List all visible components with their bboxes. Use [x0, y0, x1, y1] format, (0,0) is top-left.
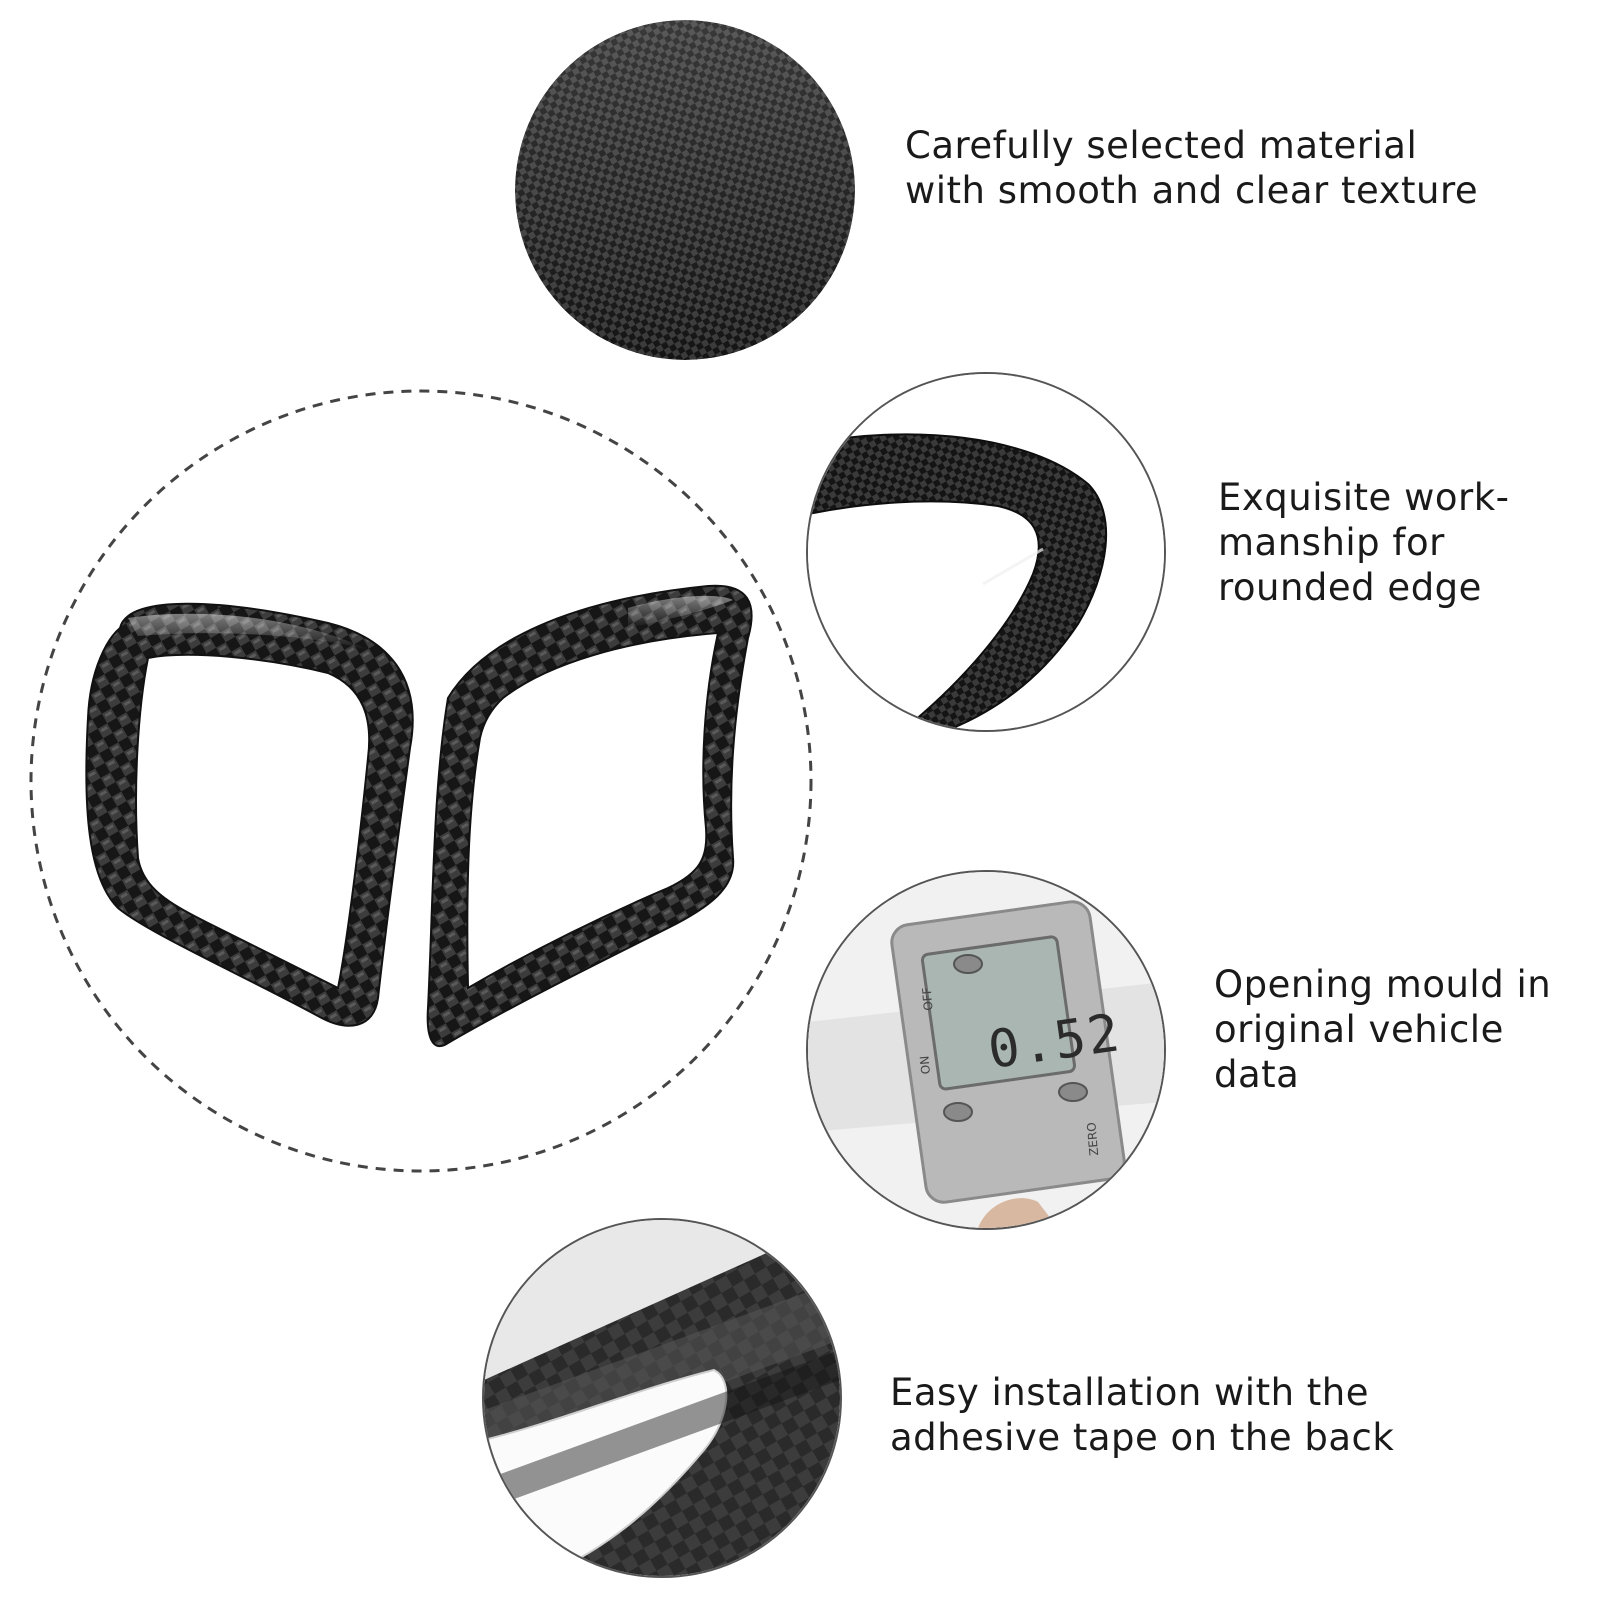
texture-closeup-image [515, 20, 855, 360]
caliper-on-label: ON [917, 1055, 933, 1075]
product-showcase [28, 388, 814, 1174]
edge-closeup-image [806, 372, 1166, 732]
right-trim-piece [426, 584, 753, 1048]
caliper-off-label: OFF [919, 986, 936, 1012]
feature-workmanship-text: Exquisite work- manship for rounded edge [1218, 476, 1510, 609]
feature-installation-text: Easy installation with the adhesive tape… [890, 1371, 1395, 1459]
product-dashed-circle [29, 389, 813, 1173]
caliper-zero-label: ZERO [1084, 1121, 1102, 1157]
feature-mould-text: Opening mould in original vehicle data [1214, 963, 1552, 1096]
feature-material-text: Carefully selected material with smooth … [905, 124, 1479, 212]
adhesive-tape-image [482, 1218, 842, 1578]
left-trim-piece [85, 602, 414, 1027]
caliper-measurement-image: 0.52 OFF ON ZERO [806, 870, 1166, 1230]
